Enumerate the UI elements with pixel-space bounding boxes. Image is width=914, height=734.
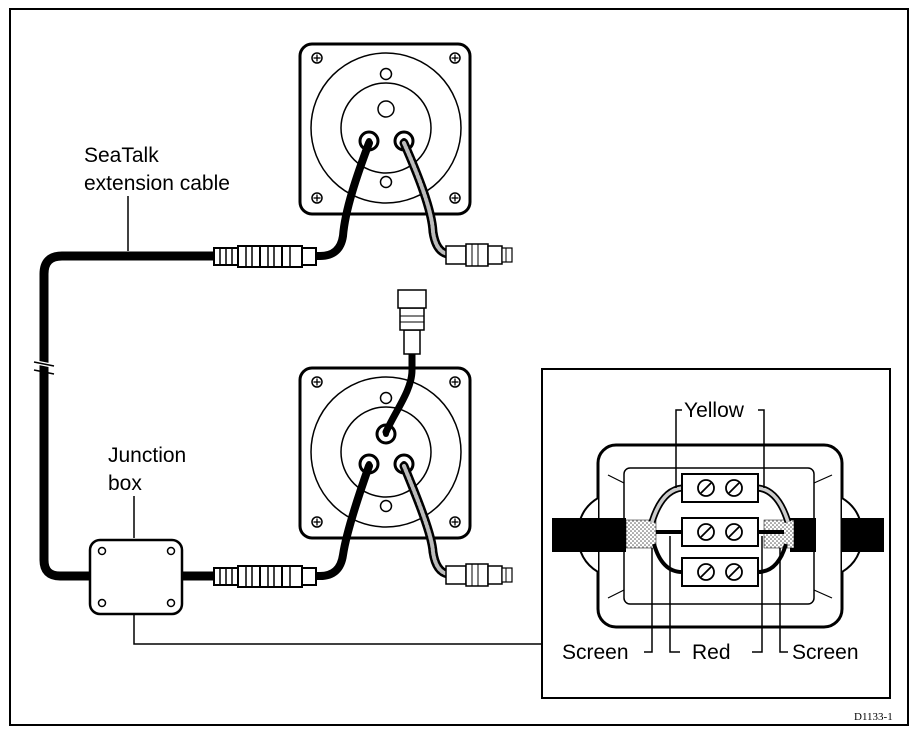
seatalk-plug-icon xyxy=(397,289,427,355)
figure-border xyxy=(9,8,909,726)
yellow-wire-label: Yellow xyxy=(684,399,745,422)
seatalk-connector-upper xyxy=(213,245,317,268)
seatalk-connector-lower xyxy=(213,565,317,588)
junction-box-label-line1: Junction xyxy=(108,444,186,467)
screen-wire-label-left: Screen xyxy=(562,641,629,664)
seatalk-plug-icon xyxy=(445,563,513,587)
red-wire-label: Red xyxy=(692,641,731,664)
figure-id: D1133-1 xyxy=(854,711,893,723)
seatalk-cable-label-line2: extension cable xyxy=(84,172,230,195)
screen-wire-label-right: Screen xyxy=(792,641,859,664)
seatalk-plug-icon xyxy=(445,243,513,267)
junction-box-label-line2: box xyxy=(108,472,142,495)
instrument-unit-upper xyxy=(298,42,472,216)
junction-box-detail xyxy=(552,443,884,629)
instrument-unit-lower xyxy=(298,366,472,540)
seatalk-cable-label-line1: SeaTalk xyxy=(84,144,159,167)
junction-box xyxy=(88,538,184,616)
seatalk-extension-cable xyxy=(39,251,214,581)
